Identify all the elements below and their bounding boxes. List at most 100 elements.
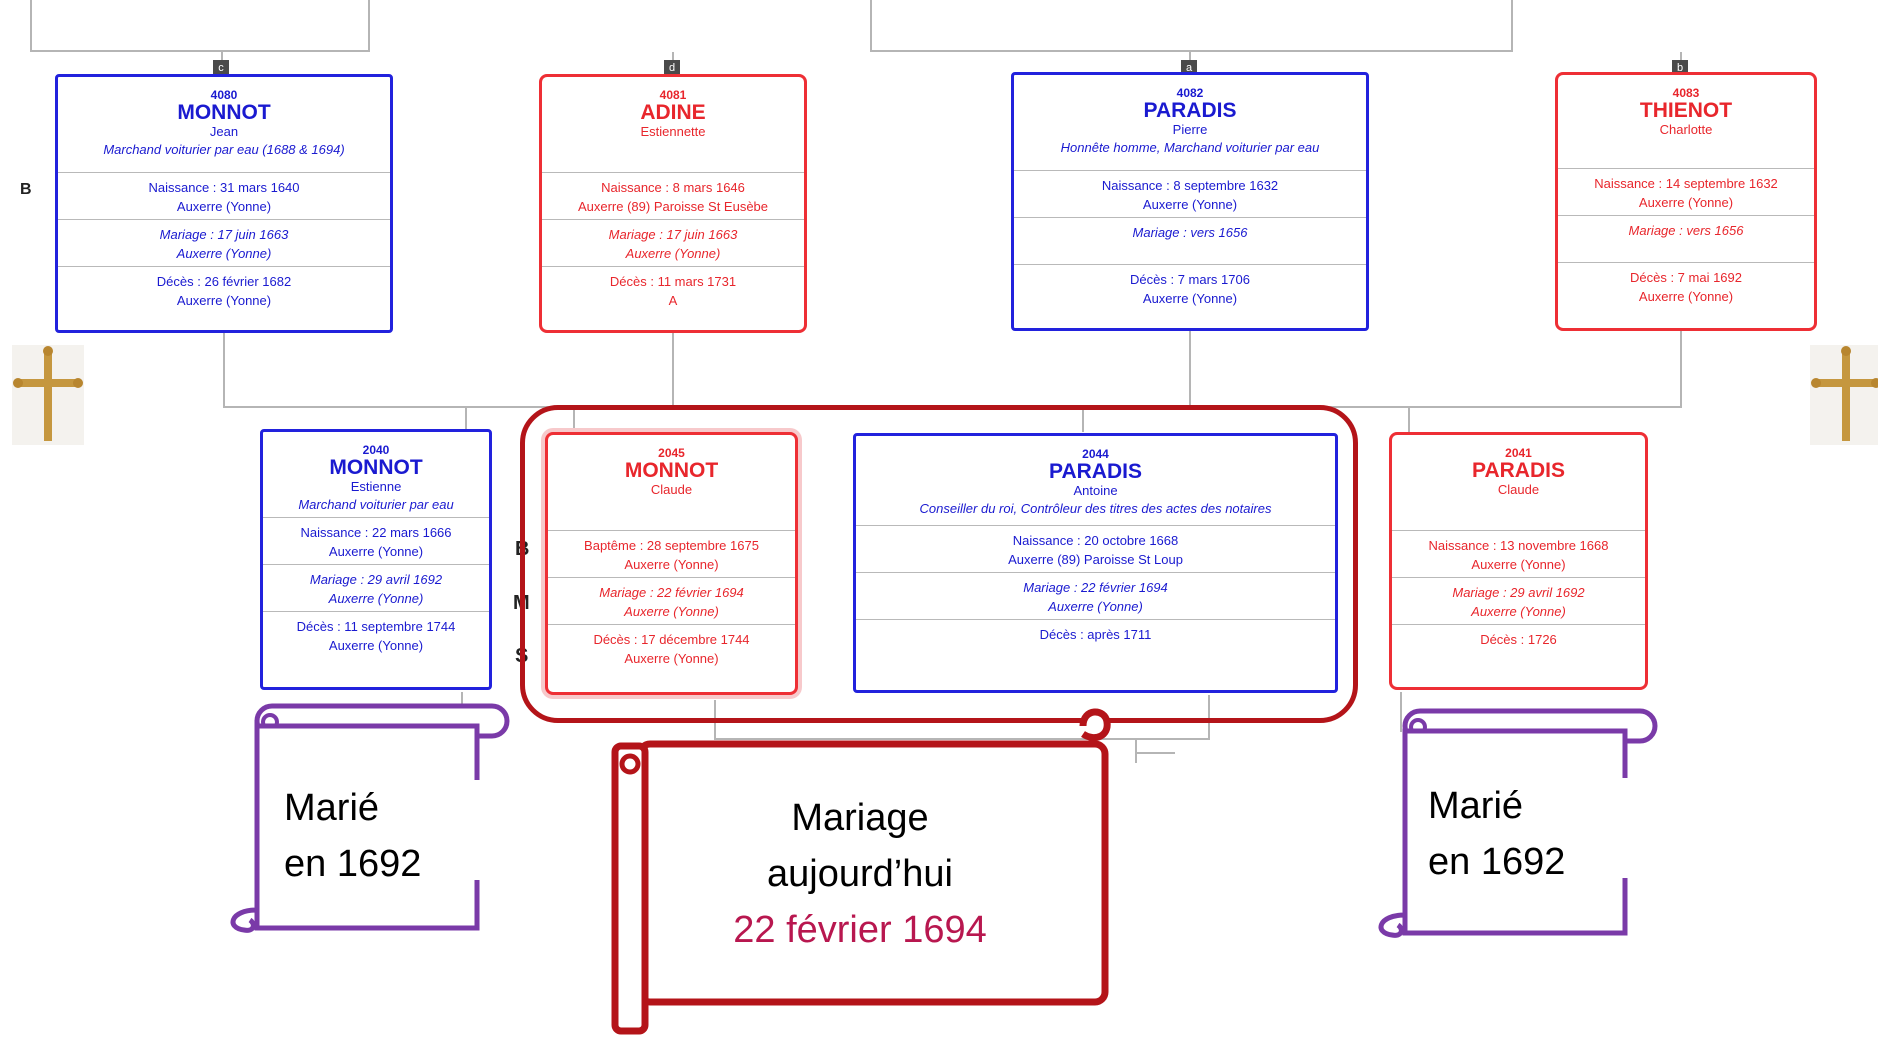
death-place: Auxerre (Yonne) [1142,291,1238,306]
person-card-2041[interactable]: 2041 PARADIS Claude Naissance : 13 novem… [1389,432,1648,690]
scroll-line: Mariage [791,797,929,839]
birth-text: Naissance : 31 mars 1640 [148,180,300,195]
birth-place: Auxerre (Yonne) [1142,197,1238,212]
death-text: Décès : 11 septembre 1744 [296,619,456,634]
marriage-section: Mariage : vers 1656 [1558,215,1814,262]
surname: MONNOT [329,456,423,479]
marriage-date: 22 février 1694 [733,909,987,951]
cross-icon [12,345,84,445]
marriage-place: Auxerre (Yonne) [1471,604,1566,619]
sosa-number: 4081 [659,88,687,102]
scroll-line: en 1692 [284,843,422,885]
connector-line [870,50,1513,52]
birth-place: Auxerre (Yonne) [176,199,272,214]
connector-line [1680,330,1682,408]
birth-place: Auxerre (89) Paroisse St Loup [1008,552,1183,567]
connector-line [30,50,370,52]
surname: ADINE [640,101,706,124]
birth-text: Naissance : 14 septembre 1632 [1594,176,1778,191]
birth-place: Auxerre (Yonne) [1638,195,1734,210]
person-card-2044[interactable]: 2044 PARADIS Antoine Conseiller du roi, … [853,433,1338,693]
marriage-text: Mariage : 17 juin 1663 [159,227,289,242]
sosa-number: 4082 [1176,86,1204,100]
death-text: Décès : 17 décembre 1744 [593,632,750,647]
scroll-line: Marié [284,787,380,829]
marriage-place: Auxerre (Yonne) [328,591,424,606]
connector-line [672,330,674,408]
given-name: Jean [209,124,239,139]
birth-place: Auxerre (Yonne) [328,544,424,559]
scroll-line: aujourd’hui [767,853,953,895]
death-text: Décès : 7 mars 1706 [1130,272,1250,287]
person-card-4081[interactable]: 4081 ADINE Estiennette Naissance : 8 mar… [539,74,807,333]
death-text: Décès : après 1711 [1039,627,1152,642]
baptism-text: Baptême : 28 septembre 1675 [584,538,759,553]
death-text: Décès : 1726 [1480,632,1557,647]
birth-text: Naissance : 20 octobre 1668 [1012,533,1179,548]
sosa-number: 2041 [1505,446,1532,460]
death-section: Décès : après 1711 [856,619,1335,647]
surname: MONNOT [624,459,719,482]
connector-line [1408,406,1410,432]
person-card-2040[interactable]: 2040 MONNOT Estienne Marchand voiturier … [260,429,492,690]
marriage-text: Mariage : 22 février 1694 [1023,580,1168,595]
birth-text: Naissance : 8 septembre 1632 [1101,178,1279,193]
connector-line [714,738,1210,740]
branch-tag: c [213,60,229,76]
sosa-number: 2045 [658,446,685,460]
scroll-right-text: Marié en 1692 [1428,778,1628,883]
birth-place: Auxerre (Yonne) [1471,557,1566,572]
surname: PARADIS [1472,459,1565,482]
connector-line [1135,752,1175,754]
given-name: Pierre [1172,122,1208,137]
connector-line [1135,738,1137,763]
connector-line [30,0,32,52]
connector-line [1082,406,1084,432]
person-card-4080[interactable]: 4080 MONNOT Jean Marchand voiturier par … [55,74,393,333]
connector-line [223,333,225,408]
death-text: Décès : 26 février 1682 [156,274,292,289]
connector-line [1511,0,1513,52]
connector-line [870,0,872,52]
sosa-number: 4083 [1672,86,1700,100]
connector-line [573,406,575,432]
scroll-line: Marié [1428,785,1524,827]
death-place: Auxerre (Yonne) [176,293,272,308]
connector-line [1208,695,1210,740]
marriage-text: Mariage : 17 juin 1663 [608,227,738,242]
surname: PARADIS [1143,99,1237,122]
occupation: Marchand voiturier par eau (1688 & 1694) [103,142,345,157]
surname: PARADIS [1049,460,1142,483]
birth-place: Auxerre (89) Paroisse St Eusèbe [577,199,769,214]
connector-line [1400,692,1402,732]
person-card-4083[interactable]: 4083 THIENOT Charlotte Naissance : 14 se… [1555,72,1817,331]
occupation: Marchand voiturier par eau [298,497,454,512]
marriage-place: Auxerre (Yonne) [1048,599,1143,614]
death-place: A [668,293,678,308]
death-place: Auxerre (Yonne) [328,638,424,653]
connector-line [1189,406,1682,408]
connector-line [223,406,674,408]
connector-line [1189,330,1191,408]
given-name: Estiennette [640,124,706,139]
marriage-text: Mariage : 29 avril 1692 [309,572,443,587]
couple-highlight-frame [520,405,1358,723]
person-card-2045[interactable]: 2045 MONNOT Claude Baptême : 28 septembr… [545,432,798,695]
person-card-4082[interactable]: 4082 PARADIS Pierre Honnête homme, March… [1011,72,1369,331]
death-place: Auxerre (Yonne) [1638,289,1734,304]
birth-text: Naissance : 22 mars 1666 [300,525,452,540]
sosa-number: 2044 [1082,447,1109,461]
